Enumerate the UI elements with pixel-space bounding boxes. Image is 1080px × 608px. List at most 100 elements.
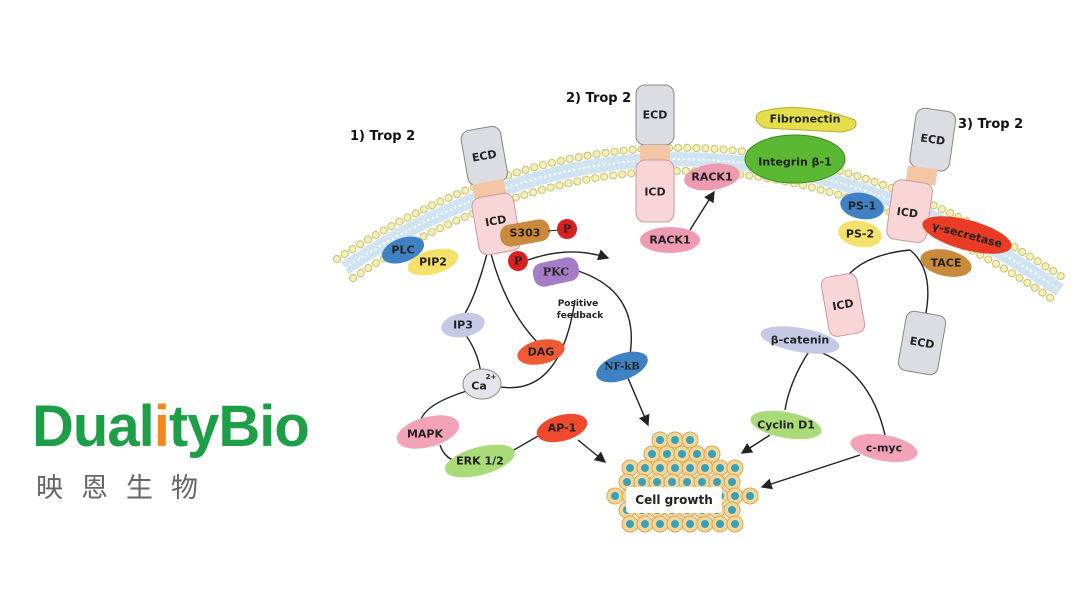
svg-text:PS-2: PS-2 [846,228,874,241]
c-myc: c-myc [850,433,918,463]
phosphate-1: P [557,219,577,239]
phosphate-2: P [508,251,528,271]
svg-text:P: P [514,255,522,268]
cell-nucleus [731,492,739,500]
svg-text:Integrin β-1: Integrin β-1 [758,156,831,169]
nfkb-protein: NF-kB [596,351,648,383]
cell-nucleus [671,436,679,444]
trop2-1-label: 1) Trop 2 [350,129,415,144]
cleaved-ecd [897,310,947,376]
pip2-protein: PIP2 [407,248,459,276]
cell-nucleus [653,478,661,486]
cell-nucleus [731,520,739,528]
cell-nucleus [728,478,736,486]
pathway-lines [419,190,929,490]
svg-text:Fibronectin: Fibronectin [770,113,841,126]
cell-nucleus [713,478,721,486]
trop2-3-label: 3) Trop 2 [958,117,1023,132]
cleaved-icd [820,273,866,337]
cell-nucleus [686,436,694,444]
cell-nucleus [701,464,709,472]
svg-text:TACE: TACE [931,257,962,270]
integrin-beta1: Integrin β-1 [744,134,846,184]
icd-label: ICD [484,213,507,230]
icd-domain [886,179,933,243]
cell-nucleus [716,520,724,528]
cell-nucleus [671,464,679,472]
icd-label: ICD [644,186,665,199]
cell-nucleus [683,478,691,486]
cell-nucleus [663,450,671,458]
positive-feedback-label-2: feedback [557,311,604,321]
svg-text:AP-1: AP-1 [548,422,577,435]
cell-nucleus [708,450,716,458]
cell-growth-label: Cell growth [635,493,712,507]
pkc-protein: PKC [532,257,580,287]
rack1-cytosol: RACK1 [640,227,700,253]
cell-nucleus [641,520,649,528]
ecd-label: ECD [471,148,498,165]
ap1-protein: AP-1 [536,413,588,443]
cyclin-d1: Cyclin D1 [750,410,822,440]
ecd-label: ECD [909,334,936,351]
rack1-membrane: RACK1 [684,163,740,191]
svg-text:c-myc: c-myc [866,442,902,455]
svg-text:NF-kB: NF-kB [604,362,639,373]
cell-nucleus [686,464,694,472]
icd-label: ICD [896,205,919,221]
cell-growth-box [626,487,722,513]
cell-nucleus [641,464,649,472]
cell-nucleus [716,464,724,472]
svg-text:IP3: IP3 [453,319,473,332]
cell-nucleus [678,450,686,458]
tace-protein: TACE [920,249,972,277]
plc-protein: PLC [381,236,425,264]
svg-text:S303: S303 [510,227,541,240]
svg-text:P: P [563,223,571,236]
calcium-ion: Ca2+ [462,368,502,400]
cell-nucleus [656,464,664,472]
cell-nucleus [638,478,646,486]
svg-text:PKC: PKC [543,266,570,279]
ecd-label: ECD [920,132,946,148]
cell-nucleus [701,520,709,528]
svg-text:DAG: DAG [528,346,555,359]
svg-text:RACK1: RACK1 [649,234,690,247]
transmembrane-domain [640,145,670,161]
positive-feedback-label: Positive [558,299,599,309]
svg-text:Ca: Ca [471,380,487,393]
cell-nucleus [626,464,634,472]
cell-nucleus [698,478,706,486]
svg-text:PS-1: PS-1 [848,200,876,213]
dualitybio-logo: DualityBio [32,394,310,459]
trop2-2-label: 2) Trop 2 [566,91,631,106]
cell-nucleus [686,520,694,528]
svg-text:ERK 1/2: ERK 1/2 [456,455,504,468]
cell-nucleus [656,520,664,528]
cell-nucleus [746,492,754,500]
cell-nucleus [671,520,679,528]
dualitybio-chinese-name: 映恩生物 [36,473,216,504]
svg-text:Cyclin D1: Cyclin D1 [757,419,815,432]
icd-label: ICD [831,297,854,314]
cell-nucleus [623,478,631,486]
ps1-protein: PS-1 [840,192,884,220]
cell-nucleus [728,506,736,514]
beta-catenin: β-catenin [760,326,840,354]
ip3-protein: IP3 [441,312,485,338]
cell-cluster [606,431,759,533]
mapk-protein: MAPK [396,415,460,449]
svg-text:PLC: PLC [391,244,414,257]
cell-nucleus [731,464,739,472]
fibronectin: Fibronectin [755,107,857,133]
erk-protein: ERK 1/2 [445,444,515,478]
svg-text:β-catenin: β-catenin [771,334,830,347]
svg-text:PIP2: PIP2 [419,256,447,269]
ecd-label: ECD [643,109,668,122]
cell-nucleus [611,492,619,500]
cell-nucleus [693,450,701,458]
svg-text:RACK1: RACK1 [691,171,732,184]
svg-text:2+: 2+ [486,373,497,381]
icd-domain [635,159,675,223]
